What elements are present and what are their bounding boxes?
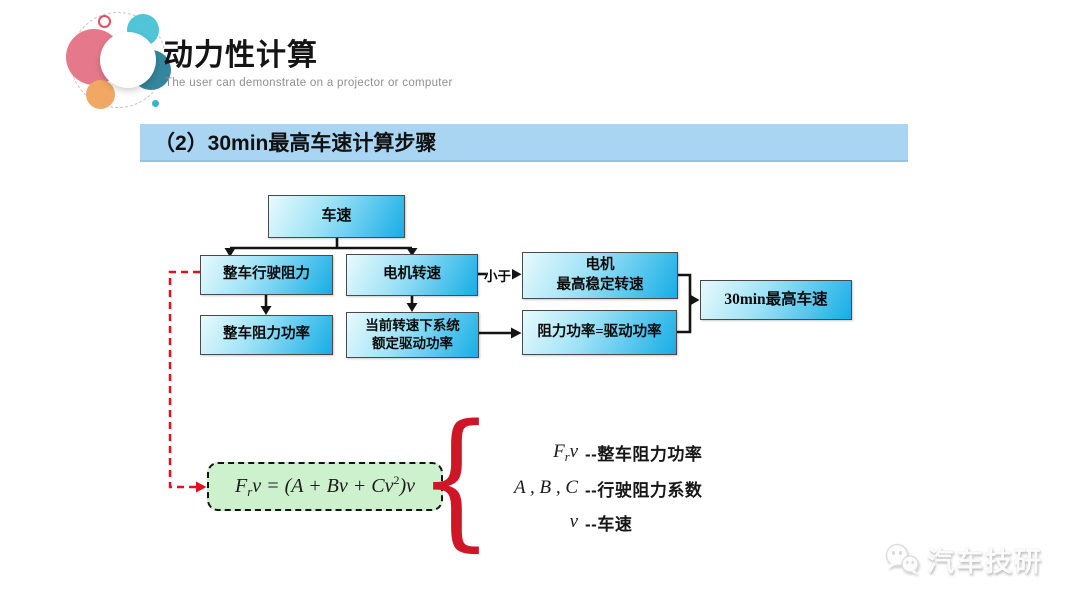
legend-desc-resistance-power: --整车阻力功率 <box>585 444 703 464</box>
legend-Frv-v: v <box>569 441 578 462</box>
arrowhead-to-motor-max <box>512 269 522 280</box>
legend-symbol-Frv: Frv <box>430 441 578 463</box>
arrowhead-to-resistance-power <box>260 306 272 315</box>
wechat-icon <box>885 543 919 575</box>
node-30min-max-speed-label: 30min最高车速 <box>724 290 828 308</box>
node-motor-speed-label: 电机转速 <box>383 266 441 283</box>
node-resistance-power-label: 整车阻力功率 <box>223 326 310 343</box>
formula-F: F <box>234 475 248 497</box>
arrowhead-to-rated-power <box>406 303 418 312</box>
section-banner: （2）30min最高车速计算步骤 <box>140 124 908 162</box>
red-dashed-connector <box>168 270 207 493</box>
node-resistance-power: 整车阻力功率 <box>200 315 333 355</box>
less-than-label: 小于 <box>484 269 511 284</box>
arrowhead-to-balance <box>511 327 522 339</box>
formula-superscript-2: 2 <box>393 473 400 487</box>
watermark-text: 汽车技研 <box>927 547 1043 577</box>
legend-row-resistance-power: Frv --整车阻力功率 <box>430 438 702 466</box>
section-banner-text: （2）30min最高车速计算步骤 <box>154 132 437 155</box>
node-rated-drive-power-line1: 当前转速下系统 <box>365 317 460 333</box>
node-vehicle-speed: 车速 <box>268 195 405 238</box>
legend-row-speed: v --车速 <box>430 508 632 536</box>
legend-desc-coefficients: --行驶阻力系数 <box>585 480 703 500</box>
logo <box>30 4 171 112</box>
legend-desc-speed: --车速 <box>585 514 633 534</box>
logo-orange-circle <box>86 80 115 109</box>
node-rated-drive-power: 当前转速下系统 额定驱动功率 <box>346 312 479 358</box>
node-vehicle-speed-label: 车速 <box>321 208 352 225</box>
node-motor-speed: 电机转速 <box>346 254 478 296</box>
formula-tail: )v <box>399 475 416 497</box>
node-30min-max-speed: 30min最高车速 <box>700 280 852 320</box>
node-driving-resistance: 整车行驶阻力 <box>200 255 333 295</box>
node-power-balance-label: 阻力功率=驱动功率 <box>537 323 662 340</box>
legend-Frv-sub: r <box>564 450 570 464</box>
formula-box: Frv = (A + Bv + Cv2)v <box>207 462 443 511</box>
arrowhead-to-result <box>690 294 700 306</box>
node-power-balance: 阻力功率=驱动功率 <box>522 310 677 355</box>
legend-v: v <box>569 511 578 532</box>
legend-symbol-v: v <box>430 511 578 533</box>
red-dashed-path <box>168 270 200 489</box>
legend-ABC: A , B , C <box>513 477 578 498</box>
page-subtitle: The user can demonstrate on a projector … <box>165 77 453 89</box>
logo-white-circle <box>100 32 156 88</box>
formula-middle: v = (A + Bv + Cv <box>252 475 394 497</box>
red-arrowhead-to-formula <box>196 481 207 493</box>
formula-expression: Frv = (A + Bv + Cv2)v <box>234 473 416 499</box>
legend-row-coefficients: A , B , C --行驶阻力系数 <box>430 474 702 502</box>
node-motor-max-line2: 最高稳定转速 <box>556 276 644 293</box>
logo-teal-dot <box>152 100 159 107</box>
node-rated-drive-power-line2: 额定驱动功率 <box>372 336 453 351</box>
node-driving-resistance-label: 整车行驶阻力 <box>223 266 310 283</box>
formula-subscript-r: r <box>247 484 253 499</box>
connector-merge <box>677 273 692 334</box>
page-title: 动力性计算 <box>163 39 318 72</box>
logo-red-dot <box>98 15 111 28</box>
node-motor-max-line1: 电机 <box>585 256 615 273</box>
legend-Frv-F: F <box>553 441 565 462</box>
watermark: 汽车技研 <box>884 540 1043 579</box>
node-motor-max-stable-speed: 电机 最高稳定转速 <box>522 252 678 299</box>
legend-symbol-ABC: A , B , C <box>430 477 578 499</box>
